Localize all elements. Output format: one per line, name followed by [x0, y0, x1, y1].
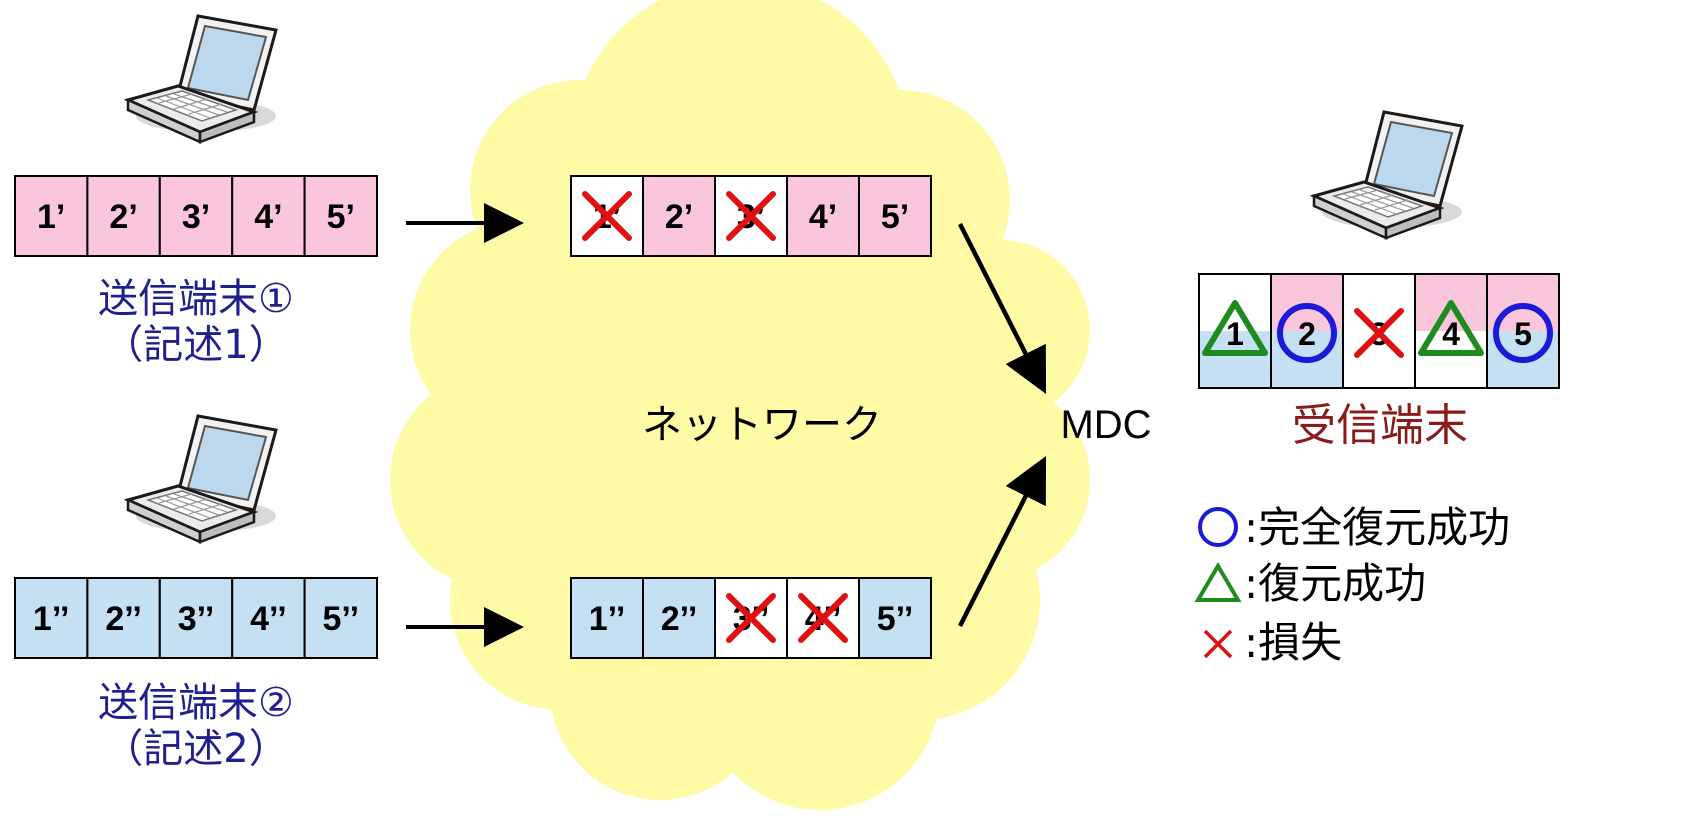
sender2-packet-cell	[303, 577, 379, 659]
stream1-packet-cell	[642, 175, 716, 257]
stream1-packet-label: 5’	[881, 198, 909, 236]
stream1-packet: 3’	[714, 175, 788, 257]
stream2-packet-cell	[642, 577, 716, 659]
sender1-packet: 5’	[303, 175, 379, 257]
stream1-packet: 2’	[642, 175, 716, 257]
receiver-packet-label: 4	[1442, 316, 1460, 352]
receiver-packet-label: 5	[1514, 316, 1532, 352]
legend-circle-icon	[1198, 507, 1238, 547]
arrow-stream2-to-mdc	[957, 455, 1047, 628]
sender2-packet: 3’’	[158, 577, 234, 659]
legend-triangle-icon	[1194, 562, 1242, 602]
sender1-packet-cell	[86, 175, 161, 257]
stream2-packet-cell	[570, 577, 644, 659]
sender2-packet-cell	[158, 577, 234, 659]
sender1-laptop-icon	[126, 14, 278, 144]
sender2-packet-cell	[14, 577, 89, 659]
sender1-packet-label: 1’	[37, 198, 65, 236]
stream2-packet: 1’’	[570, 577, 644, 659]
sender1-packet: 3’	[158, 175, 234, 257]
sender2-packet: 5’’	[303, 577, 379, 659]
loss-cross-icon	[582, 191, 632, 241]
sender2-packet-label: 3’’	[178, 600, 215, 638]
loss-cross-icon	[1354, 308, 1404, 358]
receiver-packet-row: 1 234 5	[1198, 273, 1560, 389]
sender1-packet-cell	[303, 175, 379, 257]
network-stream2-row: 1’’ 2’’ 3’’4’’ 5’’	[570, 577, 932, 659]
network-stream1-row: 1’ 2’ 3’ 4’ 5’	[570, 175, 932, 257]
sender2-packet-label: 5’’	[323, 600, 360, 638]
stream2-packet-cell	[858, 577, 932, 659]
sender1-label: 送信端末①	[98, 276, 294, 322]
sender2-packet-label: 2’’	[105, 600, 142, 638]
stream2-packet: 2’’	[642, 577, 716, 659]
recovery-triangle-icon	[1202, 300, 1268, 356]
network-label: ネットワーク	[642, 402, 882, 448]
loss-cross-icon	[726, 191, 776, 241]
receiver-laptop-icon	[1312, 110, 1464, 240]
loss-cross-icon	[726, 593, 776, 643]
sender2-packet: 2’’	[86, 577, 161, 659]
sender2-packet: 4’’	[231, 577, 306, 659]
mdc-label: MDC	[1060, 403, 1151, 447]
stream2-packet-label: 1’’	[589, 600, 626, 638]
sender1-packet-cell	[231, 175, 306, 257]
sender2-label: 送信端末②	[98, 680, 294, 726]
stream2-packet-label: 5’’	[877, 600, 914, 638]
arrow-stream1-to-mdc	[957, 222, 1047, 395]
receiver-packet: 2	[1270, 273, 1344, 389]
recovery-triangle-icon	[1418, 300, 1484, 356]
sender2-packet-row: 1’’ 2’’ 3’’ 4’’ 5’’	[14, 577, 379, 659]
legend-recovery-text: :復元成功	[1244, 559, 1426, 608]
sender1-packet-label: 4’	[254, 198, 282, 236]
loss-cross-icon	[798, 593, 848, 643]
sender1-packet: 4’	[231, 175, 306, 257]
stream1-packet-label: 2’	[665, 198, 693, 236]
full-recovery-circle-icon	[1277, 303, 1337, 363]
receiver-packet: 5	[1486, 273, 1560, 389]
cloud-lobe	[690, 110, 990, 410]
sender1-packet: 1’	[14, 175, 89, 257]
receiver-packet-label: 1	[1226, 316, 1244, 352]
stream1-packet-label: 4’	[809, 198, 837, 236]
receiver-packet-label: 2	[1298, 316, 1316, 352]
receiver-desc1-half	[1343, 274, 1415, 331]
receiver-desc2-half	[1343, 331, 1415, 388]
sender1-packet-label: 5’	[327, 198, 355, 236]
stream1-packet: 4’	[786, 175, 860, 257]
stream1-packet: 5’	[858, 175, 932, 257]
sender1-packet-label: 3’	[182, 198, 210, 236]
sender1-sublabel: （記述1）	[103, 322, 288, 368]
legend-cross-icon	[1203, 629, 1233, 659]
receiver-label: 受信端末	[1292, 400, 1468, 451]
sender2-laptop-icon	[126, 414, 278, 544]
sender2-packet: 1’’	[14, 577, 89, 659]
sender1-packet-label: 2’	[109, 198, 137, 236]
stream1-packet-cell	[858, 175, 932, 257]
sender2-packet-label: 1’’	[33, 600, 70, 638]
sender1-packet-row: 1’ 2’ 3’ 4’ 5’	[14, 175, 379, 257]
stream1-packet-cell	[786, 175, 860, 257]
receiver-packet: 4	[1414, 273, 1488, 389]
sender2-packet-label: 4’’	[250, 600, 287, 638]
receiver-packet-cell	[1486, 273, 1560, 389]
stream1-packet: 1’	[570, 175, 644, 257]
full-recovery-circle-icon	[1493, 303, 1553, 363]
receiver-packet: 1	[1198, 273, 1272, 389]
stream2-packet: 4’’	[786, 577, 860, 659]
sender1-packet: 2’	[86, 175, 161, 257]
legend-lost-text: :損失	[1244, 618, 1342, 667]
legend: :完全復元成功 :復元成功 :損失	[1194, 503, 1510, 667]
legend-full-recovery-text: :完全復元成功	[1244, 503, 1510, 552]
stream2-packet: 5’’	[858, 577, 932, 659]
receiver-packet: 3	[1342, 273, 1416, 389]
stream2-packet-label: 2’’	[661, 600, 698, 638]
sender2-sublabel: （記述2）	[103, 726, 288, 772]
stream2-packet: 3’’	[714, 577, 788, 659]
